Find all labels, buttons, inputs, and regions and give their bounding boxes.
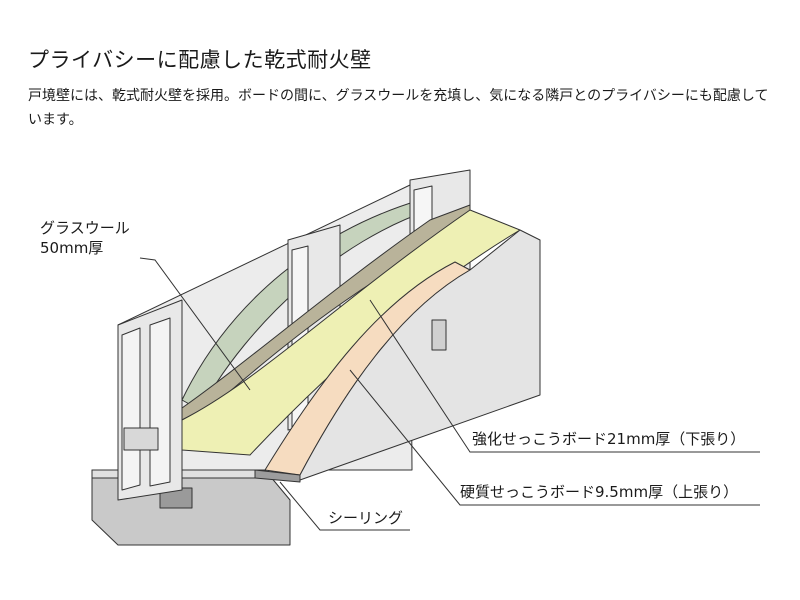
leader-sealing <box>279 481 410 531</box>
page-title: プライバシーに配慮した乾式耐火壁 <box>28 48 372 72</box>
label-strong-board: 強化せっこうボード21mm厚（下張り） <box>472 430 746 448</box>
front-board <box>299 229 541 481</box>
label-hard-board: 硬質せっこうボード9.5mm厚（上張り） <box>460 483 739 501</box>
leader-glass-wool <box>139 257 251 391</box>
description: 戸境壁には、乾式耐火壁を採用。ボードの間に、グラスウールを充填し、気になる隣戸と… <box>28 88 769 128</box>
label-glass-wool: グラスウール 50mm厚 <box>40 218 130 258</box>
label-glass-wool-name: グラスウール <box>40 219 130 237</box>
label-glass-wool-thickness: 50mm厚 <box>40 239 104 257</box>
label-sealing: シーリング <box>328 509 404 527</box>
sealing-strip <box>254 469 301 483</box>
leader-hard-board <box>349 369 760 506</box>
leader-strong-board <box>369 299 760 453</box>
